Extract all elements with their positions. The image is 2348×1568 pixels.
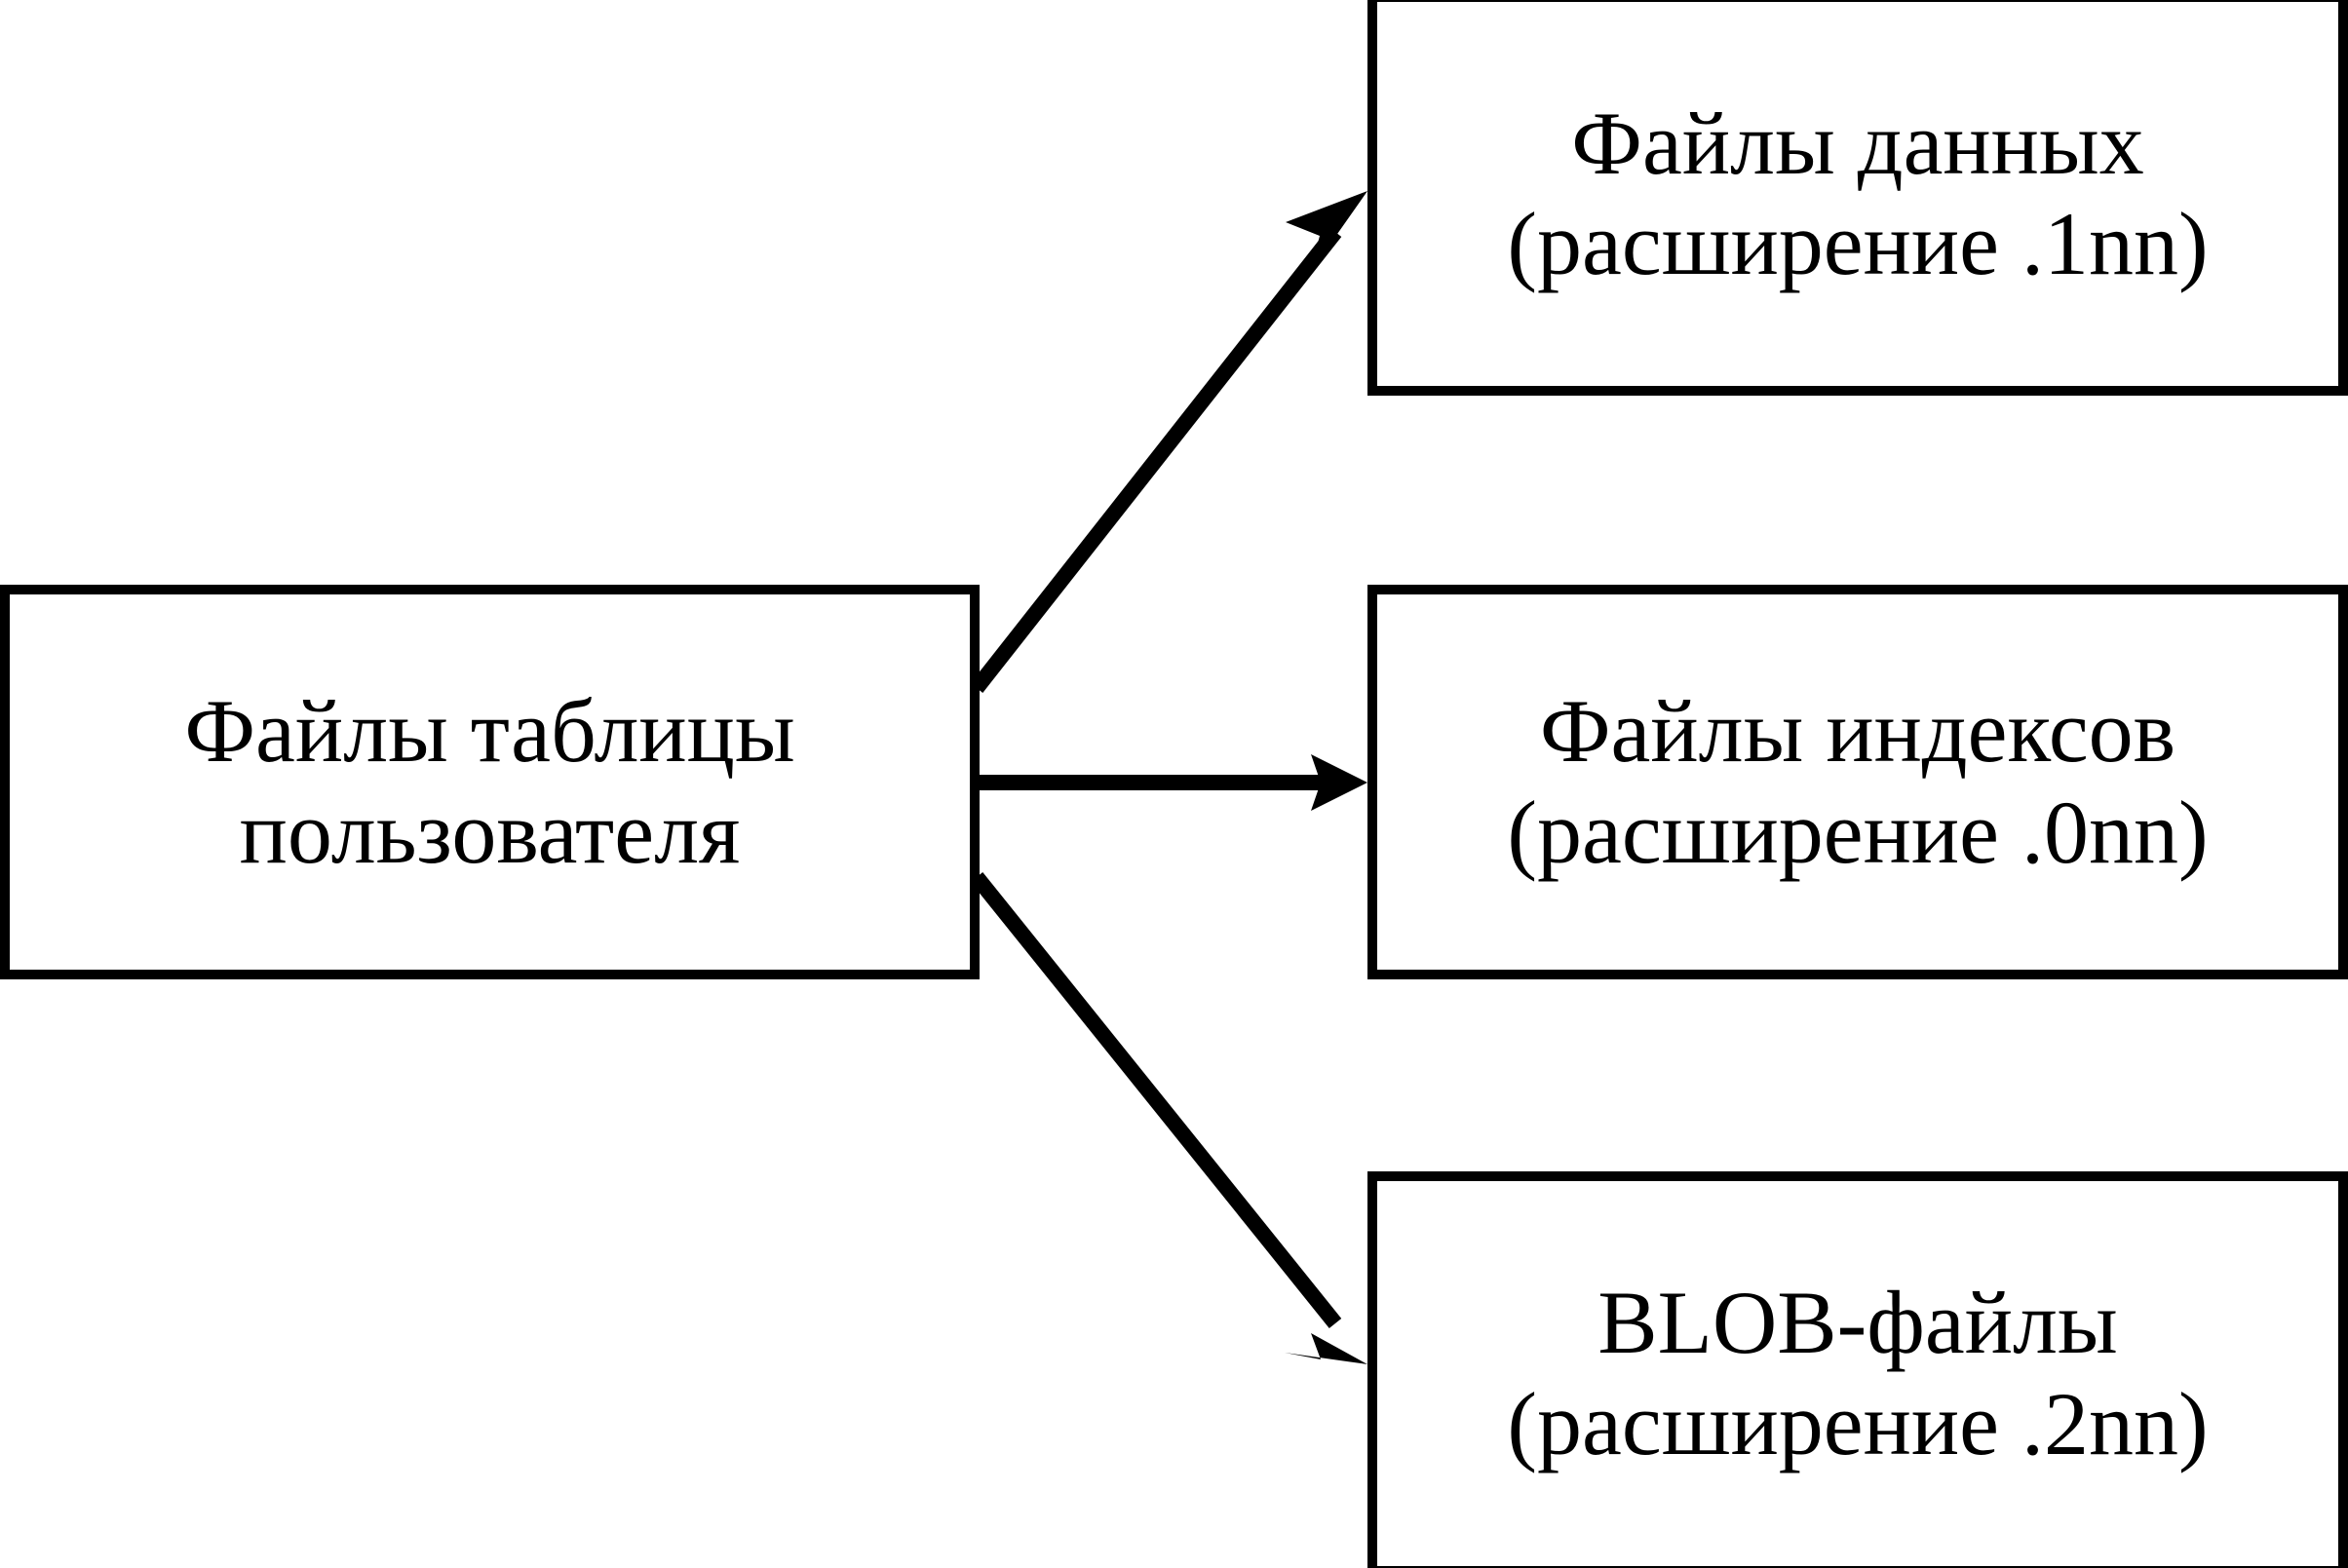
node-user-table-files[interactable]: Файлы таблицы пользователя [0,585,980,979]
node-data-line-2: (расширение .1nn) [1507,194,2209,293]
node-index-line-1: Файлы индексов [1539,681,2176,782]
node-data-line-1: Файлы данных [1571,93,2144,193]
node-source-line-2: пользователя [239,782,741,882]
edge-to-data-files [970,191,1367,693]
node-index-files[interactable]: Файлы индексов (расширение .0nn) [1367,585,2348,979]
node-index-line-2: (расширение .0nn) [1507,782,2209,882]
node-blob-line-2: (расширение .2nn) [1507,1373,2209,1473]
node-source-line-1: Файлы таблицы [184,681,795,782]
edge-to-blob-files [970,871,1367,1364]
node-data-files[interactable]: Файлы данных (расширение .1nn) [1367,0,2348,396]
node-blob-files[interactable]: BLOB-файлы (расширение .2nn) [1367,1171,2348,1568]
node-blob-line-1: BLOB-файлы [1597,1273,2118,1373]
edge-to-index-files [977,754,1367,811]
